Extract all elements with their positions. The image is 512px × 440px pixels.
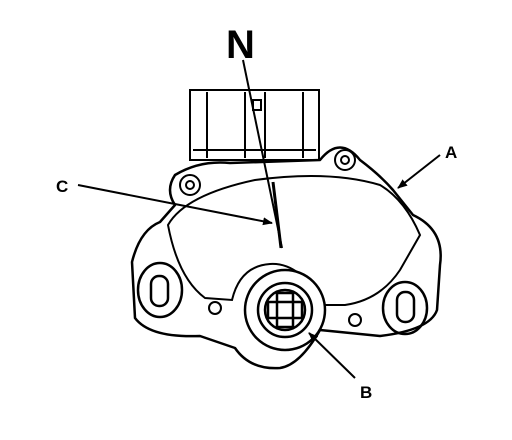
right-mounting-slot [381, 280, 429, 336]
switch-face [166, 175, 422, 306]
connector [189, 89, 320, 161]
mounting-lugs-top [179, 149, 356, 196]
left-mounting-slot [136, 261, 184, 319]
leader-c [77, 184, 273, 226]
neutral-line [242, 59, 283, 249]
label-n: N [226, 23, 255, 67]
label-a: A [445, 143, 457, 162]
label-b: B [360, 383, 372, 402]
label-c: C [56, 177, 68, 196]
leader-b [308, 332, 356, 379]
bolt-holes [208, 301, 362, 327]
leader-a [397, 154, 441, 189]
shaft [243, 268, 327, 352]
